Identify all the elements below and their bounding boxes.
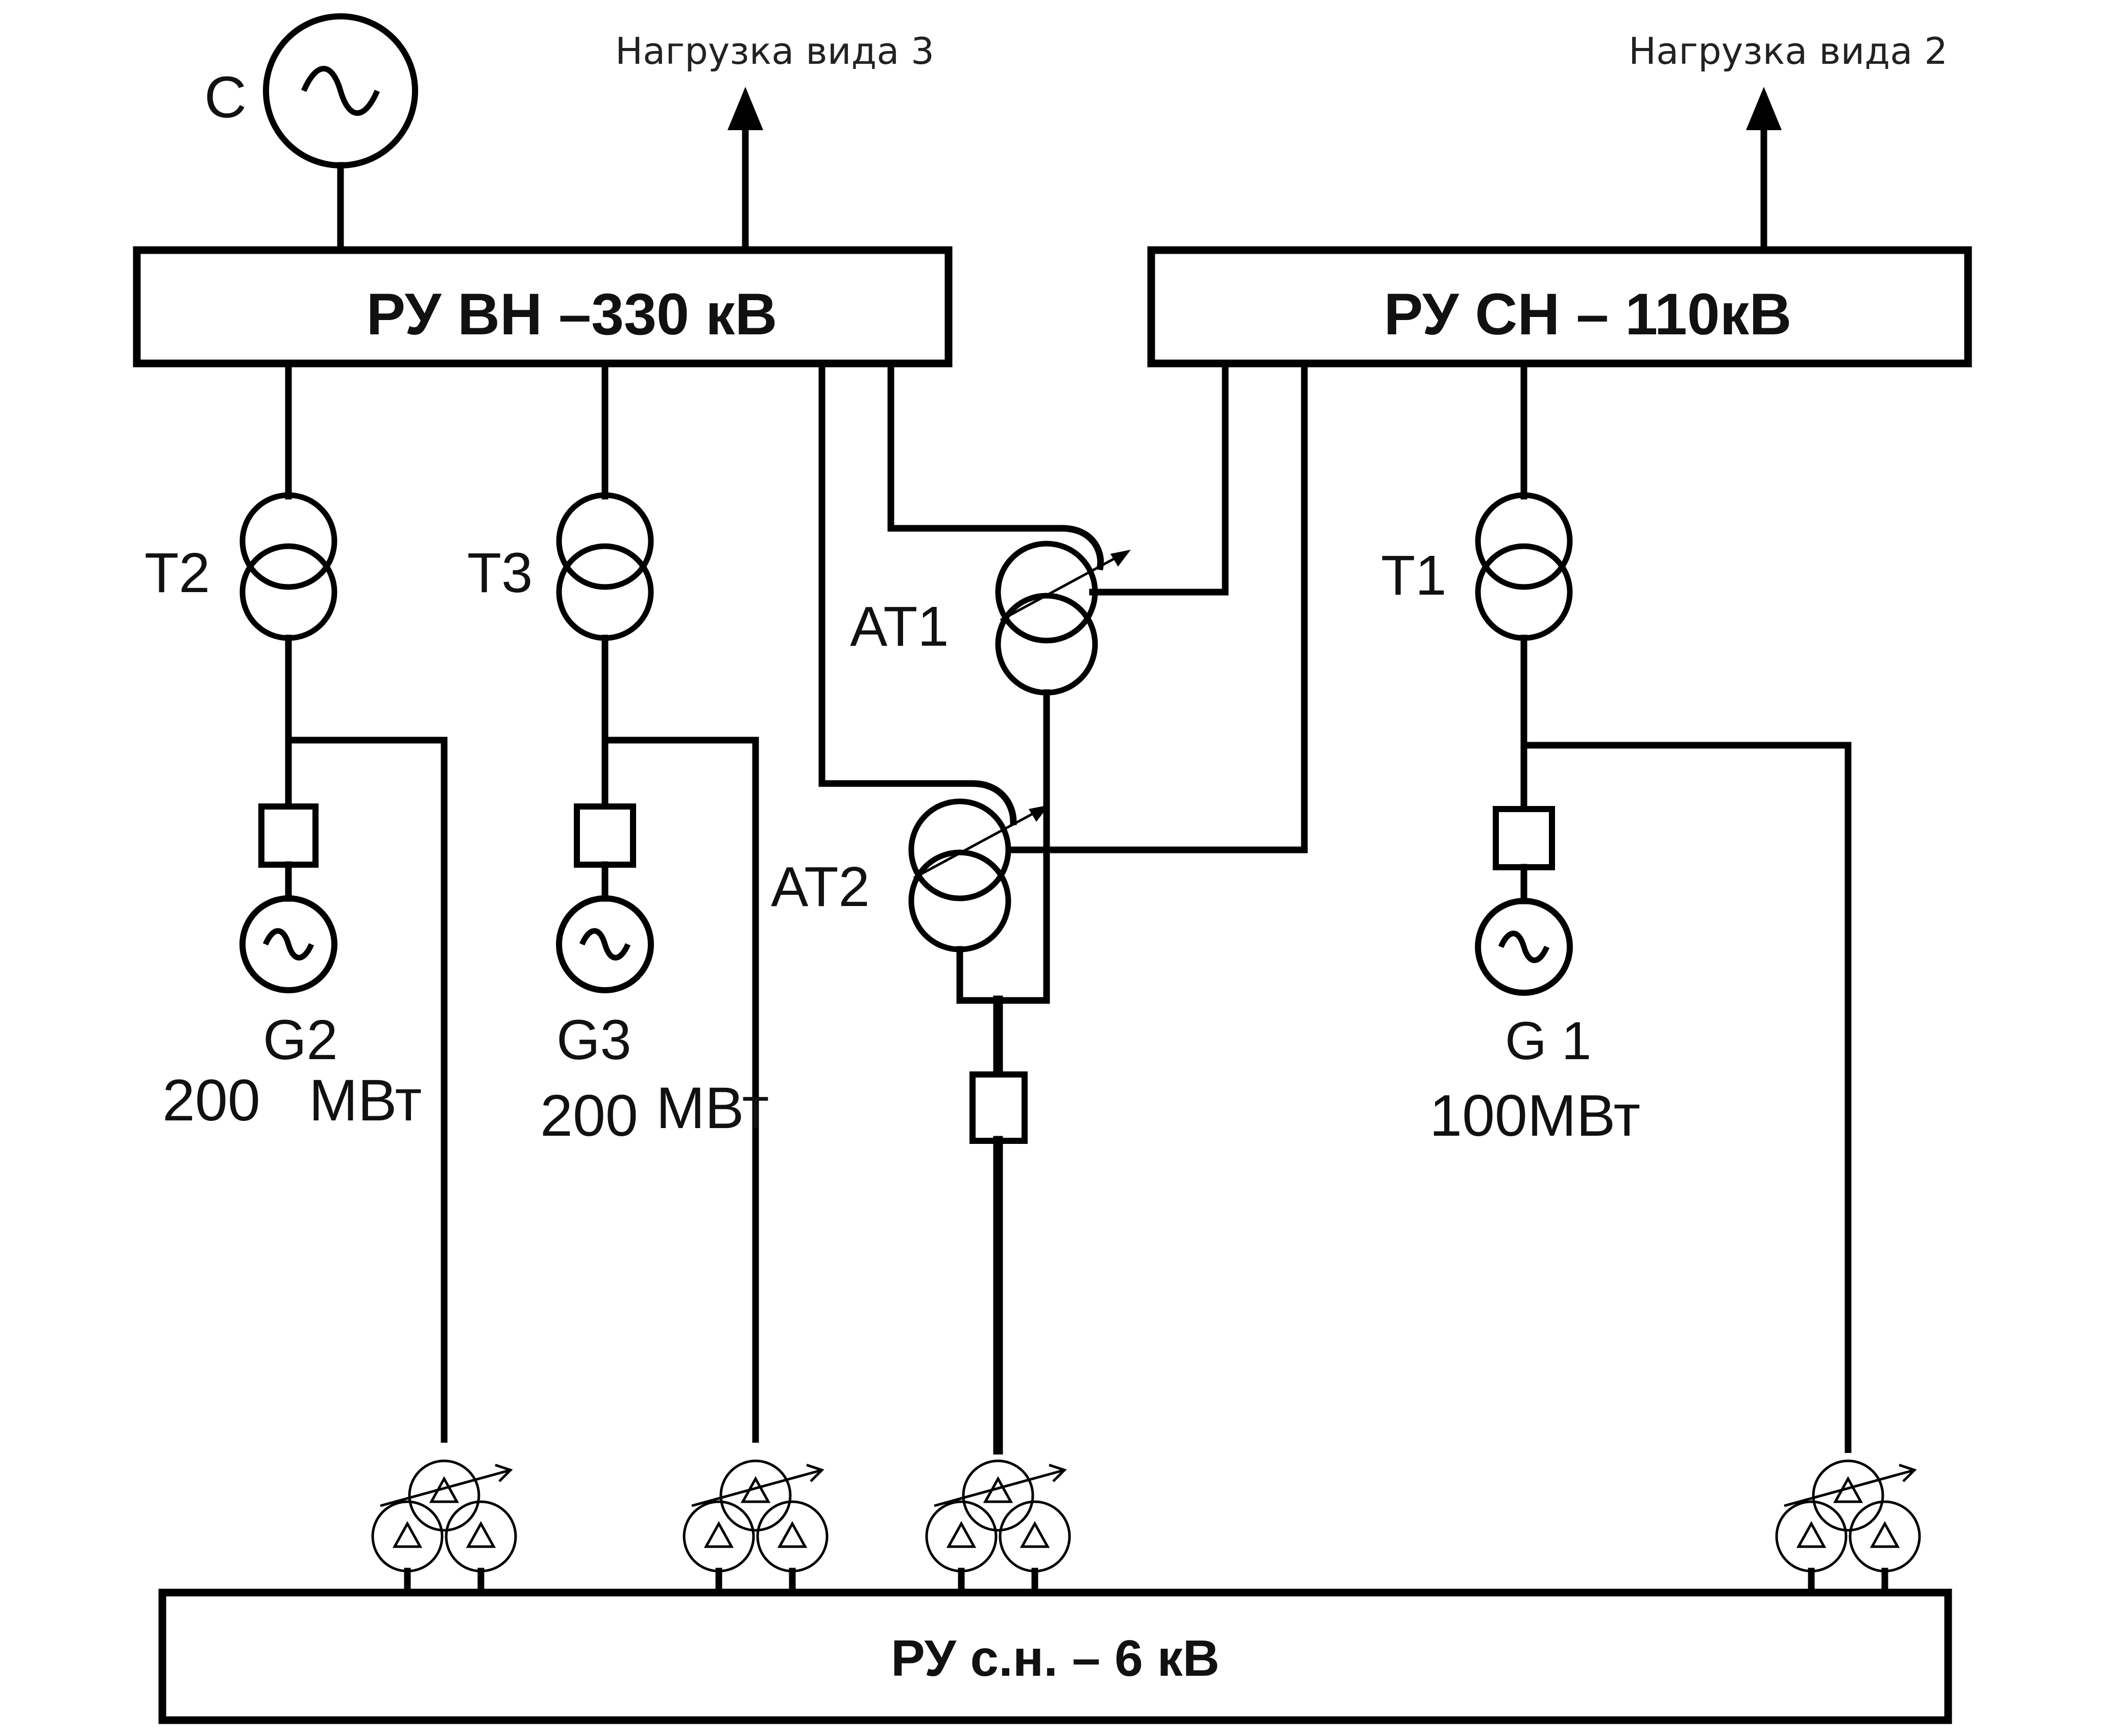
system-label: C — [204, 65, 247, 130]
generator-g3-name: G3 — [556, 1009, 632, 1071]
generator-icon — [1475, 898, 1573, 996]
two-winding-transformer-icon — [556, 492, 654, 641]
branch-t3-g3: T3 G3 200 МВт — [467, 360, 769, 1443]
bus-hv-label: РУ ВН –330 кВ — [366, 282, 777, 347]
aux-transformer-3 — [925, 1459, 1071, 1596]
autotransformer-at2: AT2 — [771, 360, 1308, 1455]
generator-icon — [556, 895, 654, 993]
breaker-icon — [574, 803, 636, 868]
generator-g2-power-unit: МВт — [309, 1068, 422, 1133]
generator-g1-power: 100МВт — [1429, 1083, 1640, 1148]
aux-transformer-2 — [683, 1459, 829, 1596]
arrow-up-icon — [727, 87, 763, 130]
autotransformer-icon — [908, 798, 1049, 952]
breaker-icon — [258, 803, 319, 868]
bus-aux-label: РУ с.н. – 6 кВ — [891, 1630, 1220, 1687]
transformer-t1-label: T1 — [1381, 544, 1446, 607]
branch-t1-g1: T1 G 1 100МВт — [1381, 360, 1852, 1453]
autotransformer-at1-label: AT1 — [850, 595, 949, 658]
bus-mv-label: РУ СН – 110кВ — [1384, 282, 1792, 347]
transformer-t3-label: T3 — [467, 542, 532, 604]
load-2-label: Нагрузка вида 2 — [1629, 30, 1948, 72]
three-winding-transformer-icon — [1775, 1459, 1921, 1573]
transformer-t2-label: T2 — [144, 542, 210, 604]
arrow-up-icon — [1746, 87, 1782, 130]
two-winding-transformer-icon — [1475, 492, 1573, 641]
three-winding-transformer-icon — [683, 1459, 829, 1573]
three-winding-transformer-icon — [925, 1459, 1071, 1573]
system-source: C — [204, 13, 418, 254]
bus-aux-6: РУ с.н. – 6 кВ — [158, 1588, 1952, 1724]
autotransformer-at1: AT1 — [850, 360, 1229, 1004]
load-2: Нагрузка вида 2 — [1629, 30, 1948, 254]
generator-g2-name: G2 — [263, 1009, 338, 1071]
branch-t2-g2: T2 G2 200 МВт — [144, 360, 448, 1443]
generator-g2-power-value: 200 — [162, 1068, 260, 1133]
breaker-icon — [1493, 806, 1555, 870]
aux-transformer-4 — [1775, 1459, 1921, 1596]
generator-g1-name: G 1 — [1505, 1011, 1591, 1071]
autotransformer-icon — [995, 541, 1131, 696]
bus-hv-330: РУ ВН –330 кВ — [133, 246, 953, 368]
three-winding-transformer-icon — [371, 1459, 517, 1573]
autotransformer-at2-label: AT2 — [771, 855, 870, 918]
load-3-label: Нагрузка вида 3 — [615, 30, 934, 72]
generator-g3-power-unit: МВт — [656, 1075, 769, 1141]
bus-mv-110: РУ СН – 110кВ — [1147, 246, 1972, 368]
generator-icon — [239, 895, 337, 993]
two-winding-transformer-icon — [239, 492, 337, 641]
load-3: Нагрузка вида 3 — [615, 30, 934, 254]
aux-transformer-1 — [371, 1459, 517, 1596]
generator-g3-power-value: 200 — [540, 1083, 638, 1148]
breaker-icon — [969, 1071, 1028, 1144]
